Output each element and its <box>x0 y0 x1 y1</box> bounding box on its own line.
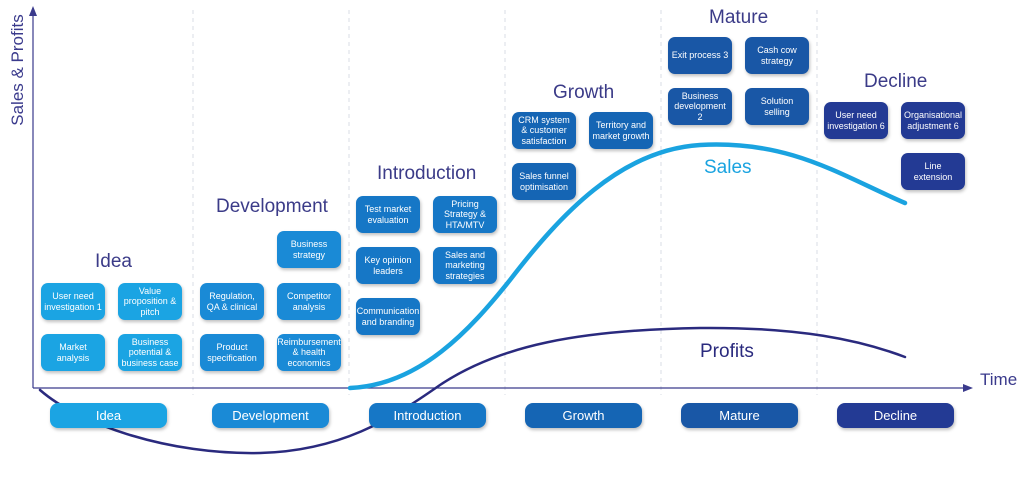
x-axis-label: Time <box>980 370 1018 389</box>
stage-title-development: Development <box>216 196 328 217</box>
activity-box: Communication and branding <box>356 298 420 335</box>
activity-box: Product specification <box>200 334 264 371</box>
timeline-pill-mature: Mature <box>681 403 798 428</box>
activity-box: Competitor analysis <box>277 283 341 320</box>
sales-curve-label: Sales <box>704 157 752 178</box>
activity-box: Exit process 3 <box>668 37 732 74</box>
timeline-pill-idea: Idea <box>50 403 167 428</box>
activity-box: CRM system & customer satisfaction <box>512 112 576 149</box>
activity-box: Sales and marketing strategies <box>433 247 497 284</box>
y-axis-arrow <box>29 6 37 16</box>
stage-title-growth: Growth <box>553 82 615 103</box>
timeline-pill-development: Development <box>212 403 329 428</box>
activity-box: Test market evaluation <box>356 196 420 233</box>
sales-curve <box>347 142 908 391</box>
stage-title-introduction: Introduction <box>377 163 477 184</box>
activity-box: Territory and market growth <box>589 112 653 149</box>
stage-title-idea: Idea <box>95 251 132 272</box>
activity-box: Organisational adjustment 6 <box>901 102 965 139</box>
activity-box: User need investigation 1 <box>41 283 105 320</box>
activity-box: Regulation, QA & clinical <box>200 283 264 320</box>
x-axis-arrow <box>963 384 973 392</box>
activity-box: Business potential & business case <box>118 334 182 371</box>
activity-box: Line extension <box>901 153 965 190</box>
activity-box: Business strategy <box>277 231 341 268</box>
profits-curve <box>38 326 907 455</box>
activity-box: Key opinion leaders <box>356 247 420 284</box>
profits-curve-label: Profits <box>700 341 754 362</box>
activity-box: Cash cow strategy <box>745 37 809 74</box>
activity-box: Solution selling <box>745 88 809 125</box>
stage-title-mature: Mature <box>709 7 769 28</box>
activity-box: Sales funnel optimisation <box>512 163 576 200</box>
stage-title-decline: Decline <box>864 71 928 92</box>
timeline-pill-introduction: Introduction <box>369 403 486 428</box>
y-axis-label: Sales & Profits <box>8 14 27 126</box>
activity-box: User need investigation 6 <box>824 102 888 139</box>
timeline-pill-growth: Growth <box>525 403 642 428</box>
activity-box: Pricing Strategy & HTA/MTV <box>433 196 497 233</box>
activity-box: Reimbursement & health economics <box>277 334 341 371</box>
activity-box: Business development 2 <box>668 88 732 125</box>
timeline-pill-decline: Decline <box>837 403 954 428</box>
activity-box: Value proposition & pitch <box>118 283 182 320</box>
activity-box: Market analysis <box>41 334 105 371</box>
